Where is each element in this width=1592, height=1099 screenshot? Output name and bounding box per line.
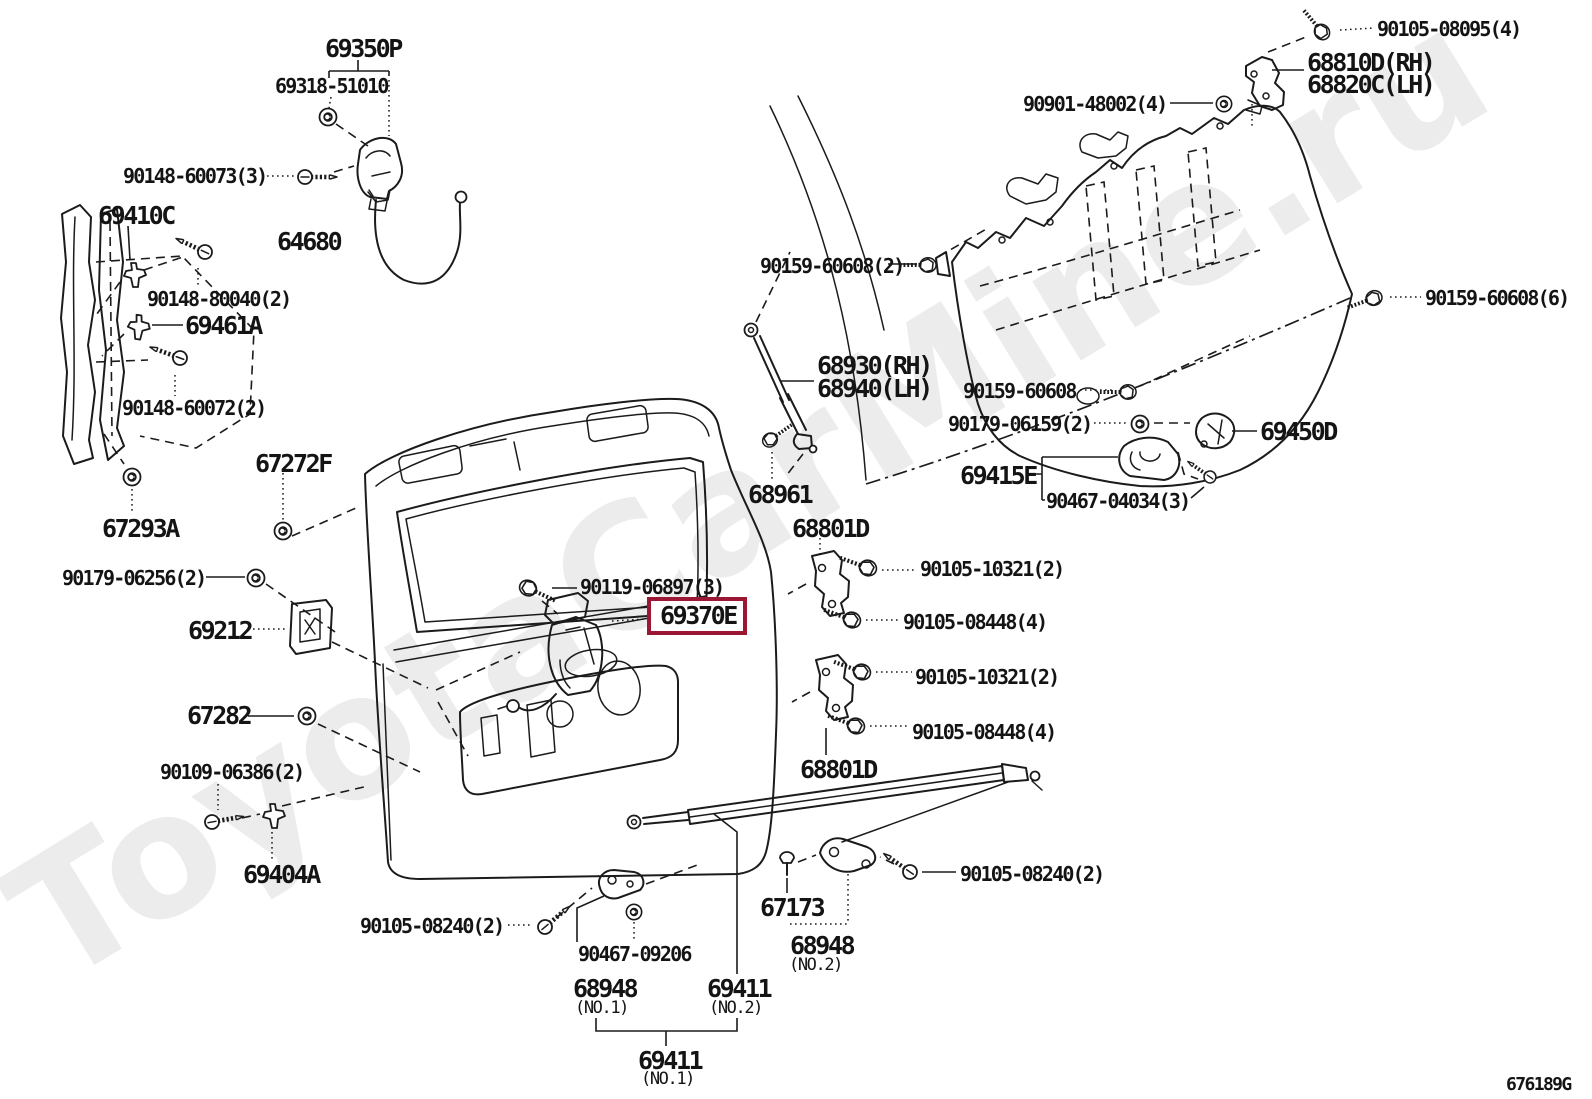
part-label: 90148-80040(2): [147, 287, 292, 311]
part-label: 69212: [188, 616, 254, 645]
part-label: 68930(RH): [817, 351, 933, 380]
lock-actuator-69370e: [497, 592, 604, 713]
part-label: 90467-04034(3): [1046, 489, 1191, 513]
part-label: 90179-06256(2): [62, 566, 207, 590]
body-line: [769, 105, 867, 481]
body-line-2: [797, 95, 885, 331]
part-label: 69410C: [98, 201, 176, 230]
part-label: 69415E: [960, 461, 1038, 490]
part-label: 68801D: [792, 514, 870, 543]
damper-stay-bracket-upper: [787, 538, 850, 617]
part-label: 67173: [760, 893, 826, 922]
part-label: 90105-10321(2): [915, 665, 1060, 689]
group-bracket: [595, 1018, 738, 1046]
part-label: 68961: [748, 480, 814, 509]
part-label: 68948: [573, 974, 639, 1003]
part-label: (NO.1): [641, 1069, 695, 1089]
part-label: 68801D: [800, 755, 878, 784]
part-label: 69461A: [185, 311, 263, 340]
left-fasteners: [93, 225, 421, 860]
part-label: 67272F: [255, 449, 333, 478]
part-label: 68820C(LH): [1307, 70, 1436, 99]
part-label: 90159-60608(6): [1425, 286, 1570, 310]
part-label: 68810D(RH): [1307, 48, 1436, 77]
part-label: (NO.2): [709, 998, 763, 1018]
part-label: 67282: [187, 701, 253, 730]
part-label: 68940(LH): [817, 374, 933, 403]
part-label: 90119-06897(3): [580, 575, 725, 599]
stay-bracket-67173: [790, 781, 1009, 925]
part-label: 69450D: [1260, 417, 1338, 446]
part-label: (NO.2): [789, 955, 843, 975]
part-label: 90105-08095(4): [1377, 17, 1522, 41]
gas-strut-lower: [626, 763, 1043, 974]
part-label: 90179-06159(2): [948, 412, 1093, 436]
part-label: 90467-09206: [578, 942, 692, 966]
part-label: 69411: [638, 1046, 704, 1075]
figure-code: 676189G: [1506, 1074, 1572, 1095]
part-label: 90159-60608: [963, 379, 1077, 403]
lock-control-cable: [368, 189, 468, 285]
damper-bracket-lower-left: [576, 863, 701, 942]
part-label: 68948: [790, 931, 856, 960]
back-door-hinge: [1245, 36, 1307, 128]
part-label: (NO.1): [575, 998, 629, 1018]
part-label: 69318-51010: [275, 74, 389, 98]
part-label: 90105-08240(2): [360, 914, 505, 938]
part-label: 90109-06386(2): [160, 760, 305, 784]
back-door-panel: [364, 397, 778, 880]
part-label: 90105-08240(2): [960, 862, 1105, 886]
part-label: 90159-60608(2): [760, 254, 905, 278]
part-label: 90105-08448(4): [903, 610, 1048, 634]
part-label: 90148-60072(2): [122, 396, 267, 420]
part-label: 90148-60073(3): [123, 164, 268, 188]
part-label: 67293A: [102, 514, 180, 543]
back-door-lock-assembly: [356, 136, 403, 212]
license-lamp-69415e: [1036, 436, 1205, 501]
part-label: 69411: [707, 974, 773, 1003]
part-label: 69404A: [243, 860, 321, 889]
gas-strut-upper: [743, 251, 818, 477]
lock-striker-69212: [248, 599, 429, 689]
part-label: 90901-48002(4): [1023, 92, 1168, 116]
part-label: 69350P: [325, 34, 403, 63]
glass-edge: [865, 297, 1351, 485]
part-label: 90105-10321(2): [920, 557, 1065, 581]
part-label-highlighted: 69370E: [647, 597, 747, 635]
leader-69350p: [328, 60, 390, 78]
damper-bracket-69450d: [1195, 412, 1257, 450]
left-pillar-garnish: [60, 204, 255, 465]
part-label: 90105-08448(4): [912, 720, 1057, 744]
part-label: 64680: [277, 227, 343, 256]
